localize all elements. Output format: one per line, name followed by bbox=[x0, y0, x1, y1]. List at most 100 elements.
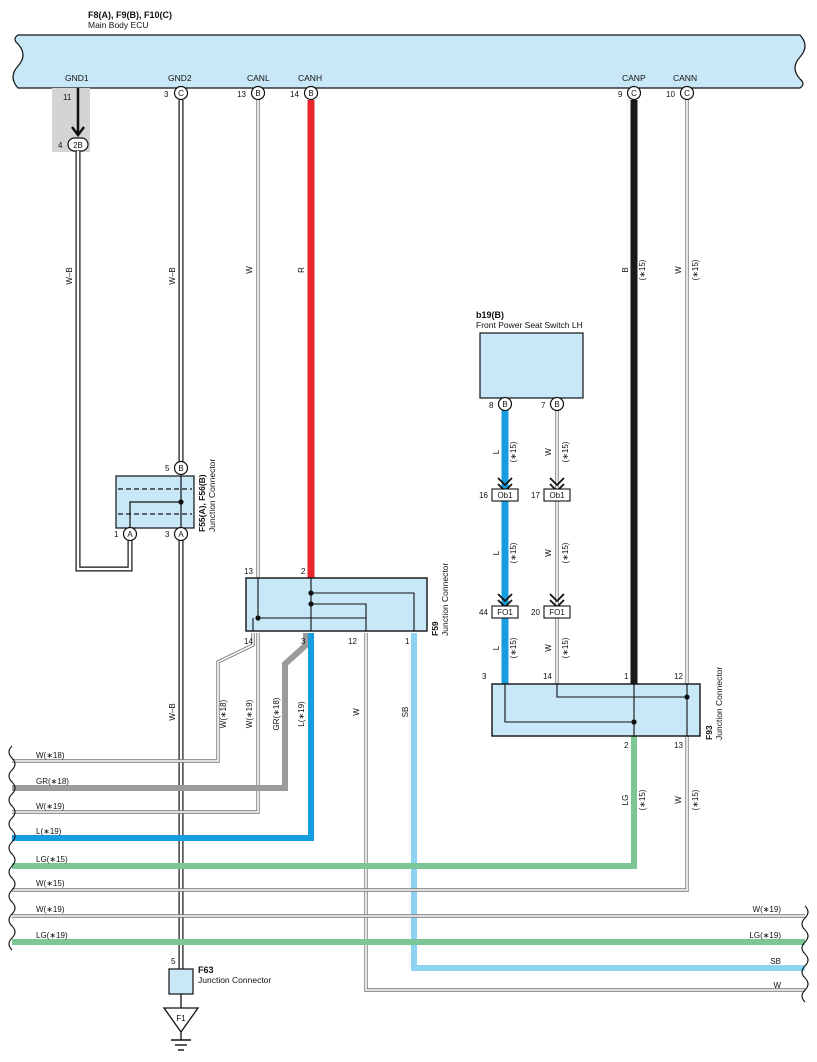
ecu-title: F8(A), F9(B), F10(C) bbox=[88, 10, 172, 20]
f63-title: F63 bbox=[198, 965, 214, 975]
ecu-pin-cann: 10 C bbox=[666, 85, 695, 101]
left-break-mark bbox=[8, 745, 16, 951]
right-break-mark bbox=[801, 905, 809, 1003]
ecu-pin-canp: 9 C bbox=[618, 85, 642, 101]
label-canp: CANP bbox=[622, 73, 646, 83]
svg-text:B: B bbox=[554, 400, 559, 409]
f93-pin-1: 1 bbox=[624, 672, 629, 681]
f55-subtitle: Junction Connector bbox=[207, 459, 217, 532]
f93-title: F93 bbox=[704, 725, 714, 740]
svg-text:B: B bbox=[502, 400, 507, 409]
svg-text:17: 17 bbox=[531, 491, 540, 500]
label-gnd2: GND2 bbox=[168, 73, 192, 83]
seat-switch-box bbox=[479, 332, 584, 399]
seat-switch-title: b19(B) bbox=[476, 310, 504, 320]
label-w-cann-note: (∗15) bbox=[691, 259, 700, 280]
label-wb-lower: W–B bbox=[168, 703, 177, 720]
label-l-mid-note: (∗15) bbox=[509, 542, 518, 563]
inline-fo1-l: 44 FO1 bbox=[479, 605, 519, 619]
wire-seat-w bbox=[555, 410, 690, 688]
gnd1-junction-conn: 2B bbox=[73, 141, 83, 150]
label-w-mid: W bbox=[544, 549, 553, 557]
svg-text:1: 1 bbox=[114, 530, 119, 539]
bus-label-left-0: W(∗18) bbox=[36, 751, 65, 760]
inline-fo1-w: 20 FO1 bbox=[531, 605, 571, 619]
label-gnd1: GND1 bbox=[65, 73, 89, 83]
bus-label-right-0: W(∗19) bbox=[753, 905, 782, 914]
svg-text:3: 3 bbox=[165, 530, 170, 539]
f93-subtitle: Junction Connector bbox=[714, 667, 724, 740]
f55-pin-3a: 3 A bbox=[165, 526, 189, 542]
label-w-lower-note: (∗15) bbox=[561, 637, 570, 658]
f59-junction-connector bbox=[245, 577, 428, 632]
bus-label-right-1: LG(∗19) bbox=[749, 931, 781, 940]
bus-label-right-2: SB bbox=[770, 957, 781, 966]
f59-pin-1: 1 bbox=[405, 637, 410, 646]
label-w-canl: W bbox=[245, 266, 254, 274]
f59-title: F59 bbox=[430, 621, 440, 636]
bus-label-left-3: L(∗19) bbox=[36, 827, 62, 836]
f55-pin-1a: 1 A bbox=[114, 526, 138, 542]
label-l-lower-note: (∗15) bbox=[509, 637, 518, 658]
label-l-lower: L bbox=[492, 645, 501, 650]
f93-pin-2: 2 bbox=[624, 741, 629, 750]
f93-junction-connector bbox=[491, 683, 701, 737]
label-cann: CANN bbox=[673, 73, 697, 83]
label-w18-down: W(∗18) bbox=[219, 699, 228, 728]
label-wb-gnd2: W–B bbox=[168, 267, 177, 284]
wires-group bbox=[12, 100, 805, 992]
label-w-mid-note: (∗15) bbox=[561, 542, 570, 563]
seat-switch-subtitle: Front Power Seat Switch LH bbox=[476, 320, 583, 330]
label-sb-p1: SB bbox=[401, 707, 410, 718]
ground-icon bbox=[171, 1039, 191, 1051]
svg-text:B: B bbox=[178, 464, 183, 473]
bus-label-left-5: W(∗15) bbox=[36, 879, 65, 888]
bus-labels-right: W(∗19) LG(∗19) SB W bbox=[749, 905, 781, 990]
wire-l19-bus bbox=[12, 633, 314, 841]
svg-text:9: 9 bbox=[618, 90, 623, 99]
f55-title: F55(A), F56(B) bbox=[197, 474, 207, 532]
label-wb-gnd1: W–B bbox=[65, 267, 74, 284]
svg-text:7: 7 bbox=[541, 401, 546, 410]
bus-label-left-2: W(∗19) bbox=[36, 802, 65, 811]
svg-text:20: 20 bbox=[531, 608, 540, 617]
svg-text:5: 5 bbox=[165, 464, 170, 473]
label-lg-f93: LG bbox=[621, 795, 630, 806]
ecu-pin-canl: 13 B bbox=[237, 85, 266, 101]
bus-labels-left: W(∗18)GR(∗18)W(∗19)L(∗19)LG(∗15)W(∗15)W(… bbox=[36, 751, 69, 940]
svg-text:3: 3 bbox=[164, 90, 169, 99]
ground-point-label: F1 bbox=[176, 1014, 186, 1023]
label-gr18-down: GR(∗18) bbox=[272, 697, 281, 730]
bus-label-left-4: LG(∗15) bbox=[36, 855, 68, 864]
label-lg-f93-note: (∗15) bbox=[638, 789, 647, 810]
f93-pin-12: 12 bbox=[674, 672, 683, 681]
label-canl: CANL bbox=[247, 73, 270, 83]
seat-pin-7: 7 B bbox=[541, 396, 565, 412]
svg-text:16: 16 bbox=[479, 491, 488, 500]
f55-pin-5b: 5 B bbox=[165, 460, 189, 476]
wire-w18-bus bbox=[12, 633, 255, 763]
label-w-upper: W bbox=[544, 448, 553, 456]
f59-pin-14: 14 bbox=[244, 637, 253, 646]
label-l-upper-note: (∗15) bbox=[509, 441, 518, 462]
ground-point-triangle bbox=[162, 1007, 200, 1034]
bus-label-left-1: GR(∗18) bbox=[36, 777, 69, 786]
label-w19-down: W(∗19) bbox=[245, 699, 254, 728]
svg-text:44: 44 bbox=[479, 608, 488, 617]
svg-text:14: 14 bbox=[290, 90, 299, 99]
label-l-mid: L bbox=[492, 550, 501, 555]
wire-p1-sb bbox=[411, 633, 805, 971]
ecu-subtitle: Main Body ECU bbox=[88, 20, 148, 30]
ecu-pin-gnd2: 3 C bbox=[164, 85, 189, 101]
label-b-canp: B bbox=[621, 267, 630, 272]
bus-label-right-3: W bbox=[773, 981, 781, 990]
label-l-upper: L bbox=[492, 449, 501, 454]
gnd1-arrow-icon bbox=[71, 126, 85, 138]
inline-ob1-w: 17 Ob1 bbox=[531, 488, 571, 502]
seat-pin-8: 8 B bbox=[489, 396, 513, 412]
svg-text:B: B bbox=[255, 89, 260, 98]
f63-pin: 5 bbox=[171, 957, 176, 966]
svg-text:13: 13 bbox=[237, 90, 246, 99]
